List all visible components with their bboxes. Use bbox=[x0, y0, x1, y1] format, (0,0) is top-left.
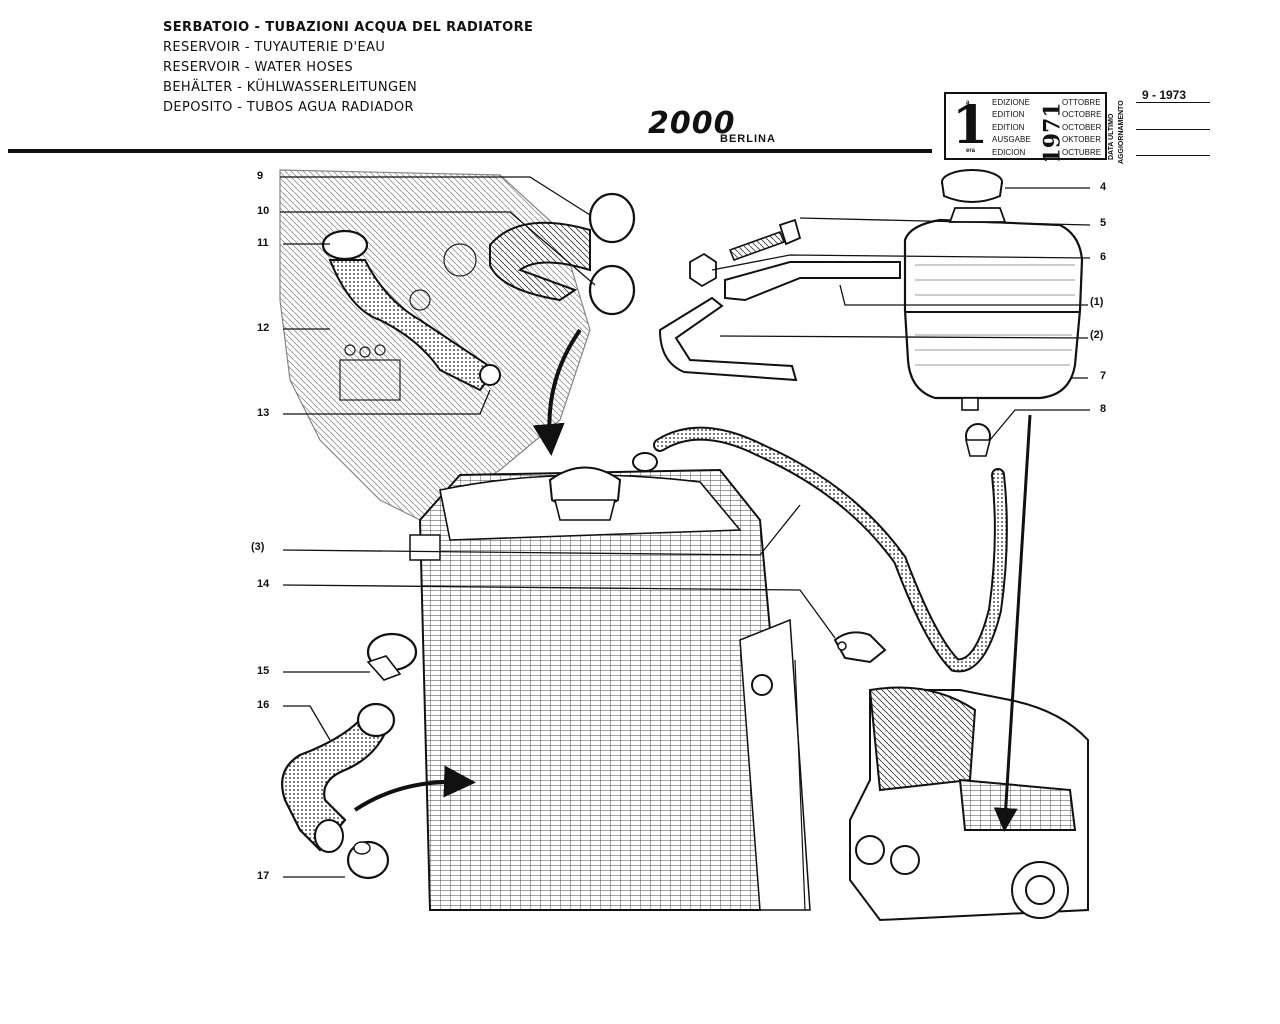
edition-month: OKTOBER bbox=[1062, 135, 1101, 145]
title-german: BEHÄLTER - KÜHLWASSERLEITUNGEN bbox=[163, 80, 418, 95]
update-line bbox=[1136, 129, 1210, 130]
clamp-8 bbox=[964, 423, 992, 457]
edition-ordinal: ere bbox=[966, 112, 976, 118]
callout-2: (2) bbox=[1090, 329, 1104, 341]
radiator bbox=[409, 468, 811, 911]
callout-8: 8 bbox=[1100, 403, 1107, 415]
edition-number: 1 bbox=[952, 95, 989, 156]
bracket-strap bbox=[658, 296, 798, 382]
model-logo: 2000 bbox=[648, 106, 736, 141]
edition-months: OTTOBRE OCTOBRE OCTOBER OKTOBER OCTUBRE bbox=[1062, 97, 1101, 159]
callout-15: 15 bbox=[257, 665, 270, 677]
edition-ordinal: era bbox=[966, 148, 976, 154]
edition-word: EDITION bbox=[992, 122, 1025, 132]
model-variant: BERLINA bbox=[720, 133, 776, 145]
title-block: SERBATOIO - TUBAZIONI ACQUA DEL RADIATOR… bbox=[163, 18, 533, 118]
callout-13: 13 bbox=[257, 407, 270, 419]
edition-ordinal: st bbox=[966, 124, 972, 130]
nut bbox=[689, 252, 717, 288]
callout-1: (1) bbox=[1090, 296, 1104, 308]
bolt bbox=[728, 218, 802, 262]
bracket-upper bbox=[724, 261, 901, 302]
edition-month: OCTOBER bbox=[1062, 122, 1102, 132]
edition-box: 1 a ere st era EDIZIONE EDITION EDITION … bbox=[944, 92, 1107, 164]
edition-word: EDITION bbox=[992, 110, 1025, 120]
arrow-lower-hose bbox=[353, 765, 476, 812]
overflow-hose-inner bbox=[655, 428, 1006, 671]
callout-7: 7 bbox=[1100, 370, 1107, 382]
callout-16: 16 bbox=[257, 699, 270, 711]
leader-lines bbox=[280, 176, 1091, 878]
edition-words: EDIZIONE EDITION EDITION AUSGABE EDICION bbox=[992, 97, 1031, 159]
clamp-15 bbox=[366, 632, 418, 681]
callout-4: 4 bbox=[1100, 181, 1107, 193]
callout-9: 9 bbox=[257, 170, 264, 182]
callout-14: 14 bbox=[257, 578, 270, 590]
edition-month: OTTOBRE bbox=[1062, 98, 1101, 107]
callout-11: 11 bbox=[257, 237, 269, 249]
callout-10: 10 bbox=[257, 205, 270, 217]
edition-word: EDIZIONE bbox=[992, 98, 1030, 107]
expansion-reservoir bbox=[903, 207, 1084, 411]
title-english: RESERVOIR - WATER HOSES bbox=[163, 60, 354, 75]
edition-month: OCTOBRE bbox=[1062, 110, 1102, 120]
callout-17: 17 bbox=[257, 870, 270, 882]
radiator-cap bbox=[548, 452, 658, 521]
edition-word: AUSGABE bbox=[992, 135, 1031, 145]
clamp-14 bbox=[833, 631, 887, 664]
clamp-17 bbox=[346, 840, 390, 880]
callout-5: 5 bbox=[1100, 217, 1107, 229]
arrow-to-radiator bbox=[532, 328, 582, 456]
heater-hose bbox=[321, 229, 501, 392]
title-french: RESERVOIR - TUYAUTERIE D'EAU bbox=[163, 40, 386, 55]
callout-3: (3) bbox=[251, 541, 265, 553]
title-spanish: DEPOSITO - TUBOS AGUA RADIADOR bbox=[163, 100, 414, 115]
edition-ordinal: a bbox=[966, 100, 970, 106]
reservoir-cap bbox=[941, 169, 1003, 203]
header-rule bbox=[8, 149, 932, 153]
update-line bbox=[1136, 155, 1210, 156]
title-italian: SERBATOIO - TUBAZIONI ACQUA DEL RADIATOR… bbox=[163, 20, 534, 35]
edition-word: EDICION bbox=[992, 147, 1026, 157]
car-illustration bbox=[849, 686, 1089, 922]
callout-6: 6 bbox=[1100, 251, 1107, 263]
update-date: 9 - 1973 bbox=[1142, 88, 1187, 102]
update-line bbox=[1136, 102, 1210, 103]
edition-month: OCTUBRE bbox=[1062, 147, 1102, 157]
lower-hose bbox=[281, 702, 396, 853]
upper-hose bbox=[489, 192, 636, 316]
arrow-to-car bbox=[993, 414, 1032, 832]
callout-12: 12 bbox=[257, 322, 270, 334]
